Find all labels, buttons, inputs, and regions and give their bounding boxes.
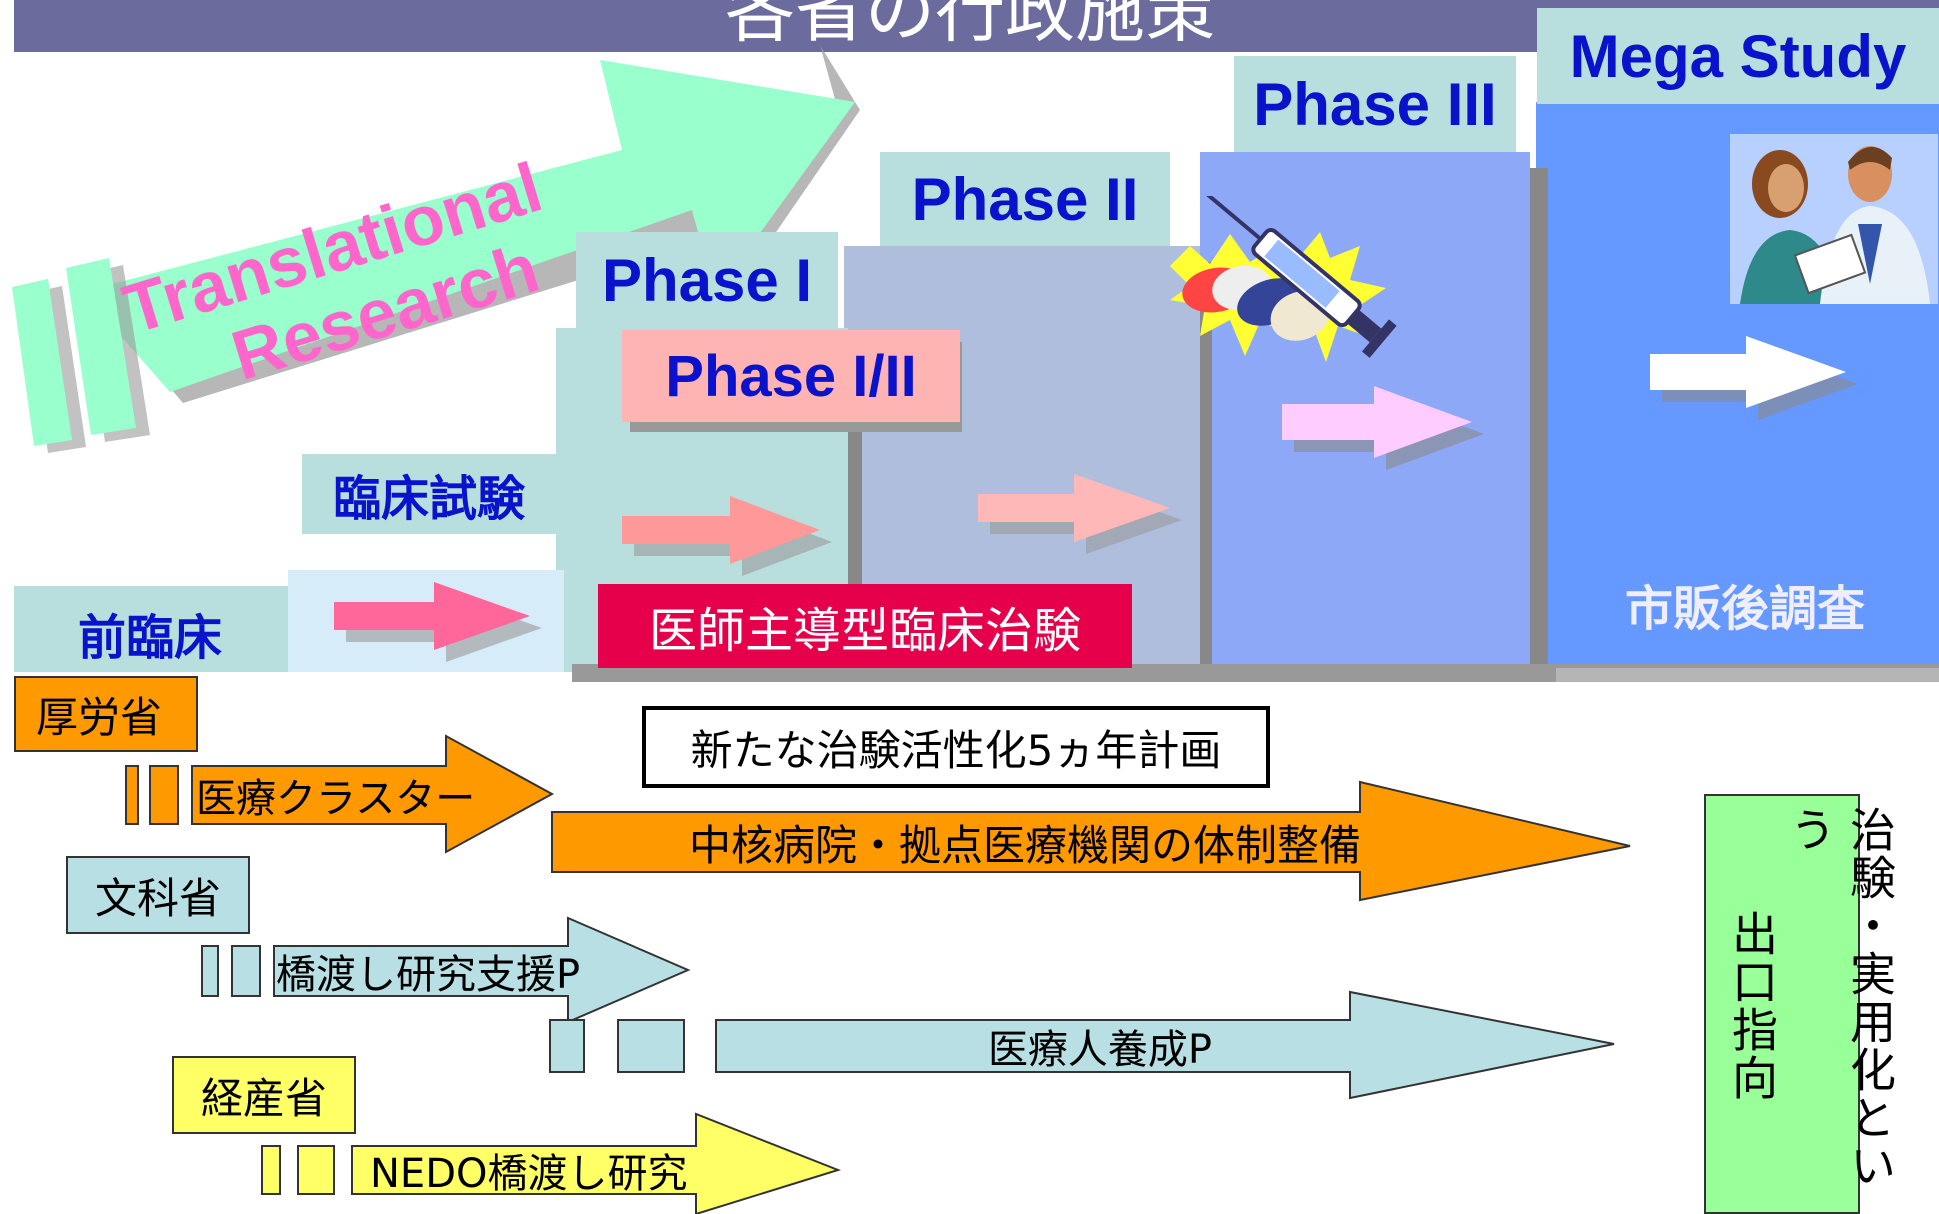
label-phase2: Phase II [880, 152, 1170, 246]
label-mhlw: 厚労省 [14, 676, 198, 752]
arrow-core-hospitals [551, 780, 1631, 902]
arrow-medical-cluster [125, 734, 555, 854]
label-phase3: Phase III [1234, 56, 1516, 152]
arrow-mega [1650, 336, 1858, 420]
label-medical-personnel: 医療人養成P [987, 1027, 1213, 1073]
label-core-hospitals: 中核病院・拠点医療機関の体制整備 [688, 820, 1361, 870]
side-note-col1: 治験・実用化という [1783, 806, 1897, 1190]
label-five-year-plan: 新たな治験活性化5ヵ年計画 [642, 706, 1270, 788]
side-note-col2: 出口指向 [1725, 910, 1779, 1102]
pills-syringe-clipart [1170, 196, 1397, 362]
arrow-phase3 [1282, 386, 1484, 470]
arrow-bridging-support [201, 916, 691, 1024]
label-meti: 経産省 [172, 1056, 356, 1134]
label-bridging-support: 橋渡し研究支援P [276, 952, 581, 998]
doctors-clipart [1730, 134, 1938, 304]
label-mext: 文科省 [66, 856, 250, 934]
arrow-nedo-bridging [261, 1112, 842, 1214]
label-phase12: Phase I/II [622, 330, 960, 422]
label-mega-study: Mega Study [1537, 8, 1939, 104]
block-ground-line-mega [1556, 668, 1939, 682]
arrow-medical-personnel [549, 990, 1615, 1100]
arrow-phase1 [622, 496, 832, 576]
label-medical-cluster: 医療クラスター [196, 776, 476, 822]
arrow-preclinical [334, 582, 542, 662]
label-clinical-trial: 臨床試験 [302, 454, 556, 534]
label-post-marketing: 市販後調査 [1624, 581, 1865, 637]
side-note-box [1704, 794, 1860, 1214]
arrow-phase2 [978, 474, 1182, 554]
label-phase1: Phase I [576, 232, 838, 328]
label-investigator-trial: 医師主導型臨床治験 [598, 584, 1132, 668]
header-title: 各省の行政施策 [725, 0, 1215, 52]
preclinical-box [14, 586, 288, 672]
label-nedo-bridging: NEDO橋渡し研究 [370, 1151, 688, 1197]
label-preclinical: 前臨床 [77, 610, 222, 666]
